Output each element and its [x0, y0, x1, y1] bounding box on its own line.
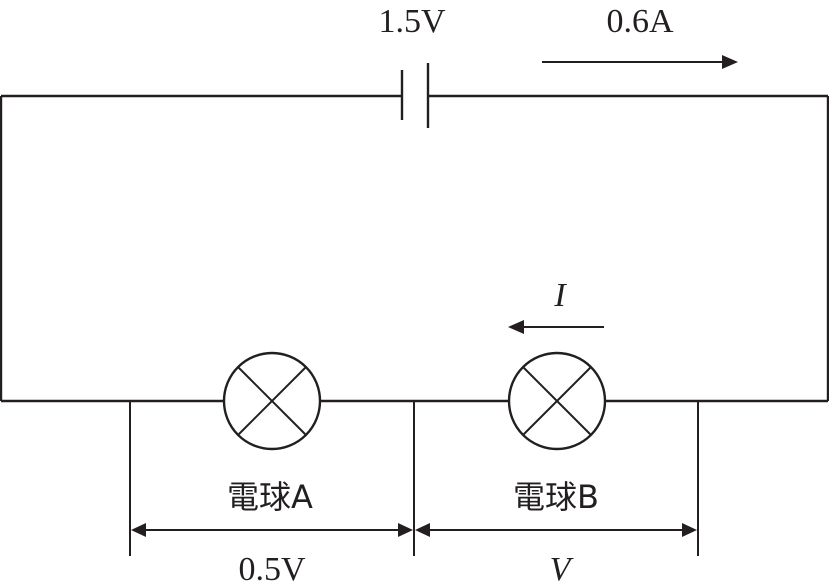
bulb-b-label: 電球B: [513, 478, 599, 516]
measurement-leads: [129, 401, 699, 556]
branch-current-arrow-head: [508, 320, 524, 334]
bulb-a-voltage-span: [131, 523, 413, 537]
branch-current-arrow: [508, 320, 604, 334]
main-current-arrow-head: [722, 55, 738, 69]
bulb-a-span-right-head: [398, 523, 413, 537]
bulb-b-voltage-span: [415, 523, 697, 537]
battery-symbol: [400, 63, 430, 128]
bulb-a-span-left-head: [131, 523, 146, 537]
bulb-b-symbol: [507, 351, 607, 451]
battery-voltage-label: 1.5V: [378, 3, 446, 40]
bulb-a-circle: [222, 351, 322, 451]
bulb-a-voltage-label: 0.5V: [238, 551, 306, 586]
bulb-a-cross-2: [237, 366, 307, 436]
branch-current-label: I: [553, 277, 567, 314]
bulb-b-span-left-head: [415, 523, 430, 537]
bulb-b-span-right-head: [682, 523, 697, 537]
bulb-b-circle: [507, 351, 607, 451]
bulb-b-cross-2: [522, 366, 592, 436]
main-current-arrow: [542, 55, 738, 69]
bulb-a-label: 電球A: [227, 478, 313, 516]
circuit-wires: [0, 94, 829, 403]
bulb-a-symbol: [222, 351, 322, 451]
main-current-label: 0.6A: [606, 3, 674, 40]
bulb-b-voltage-label: V: [550, 551, 575, 586]
